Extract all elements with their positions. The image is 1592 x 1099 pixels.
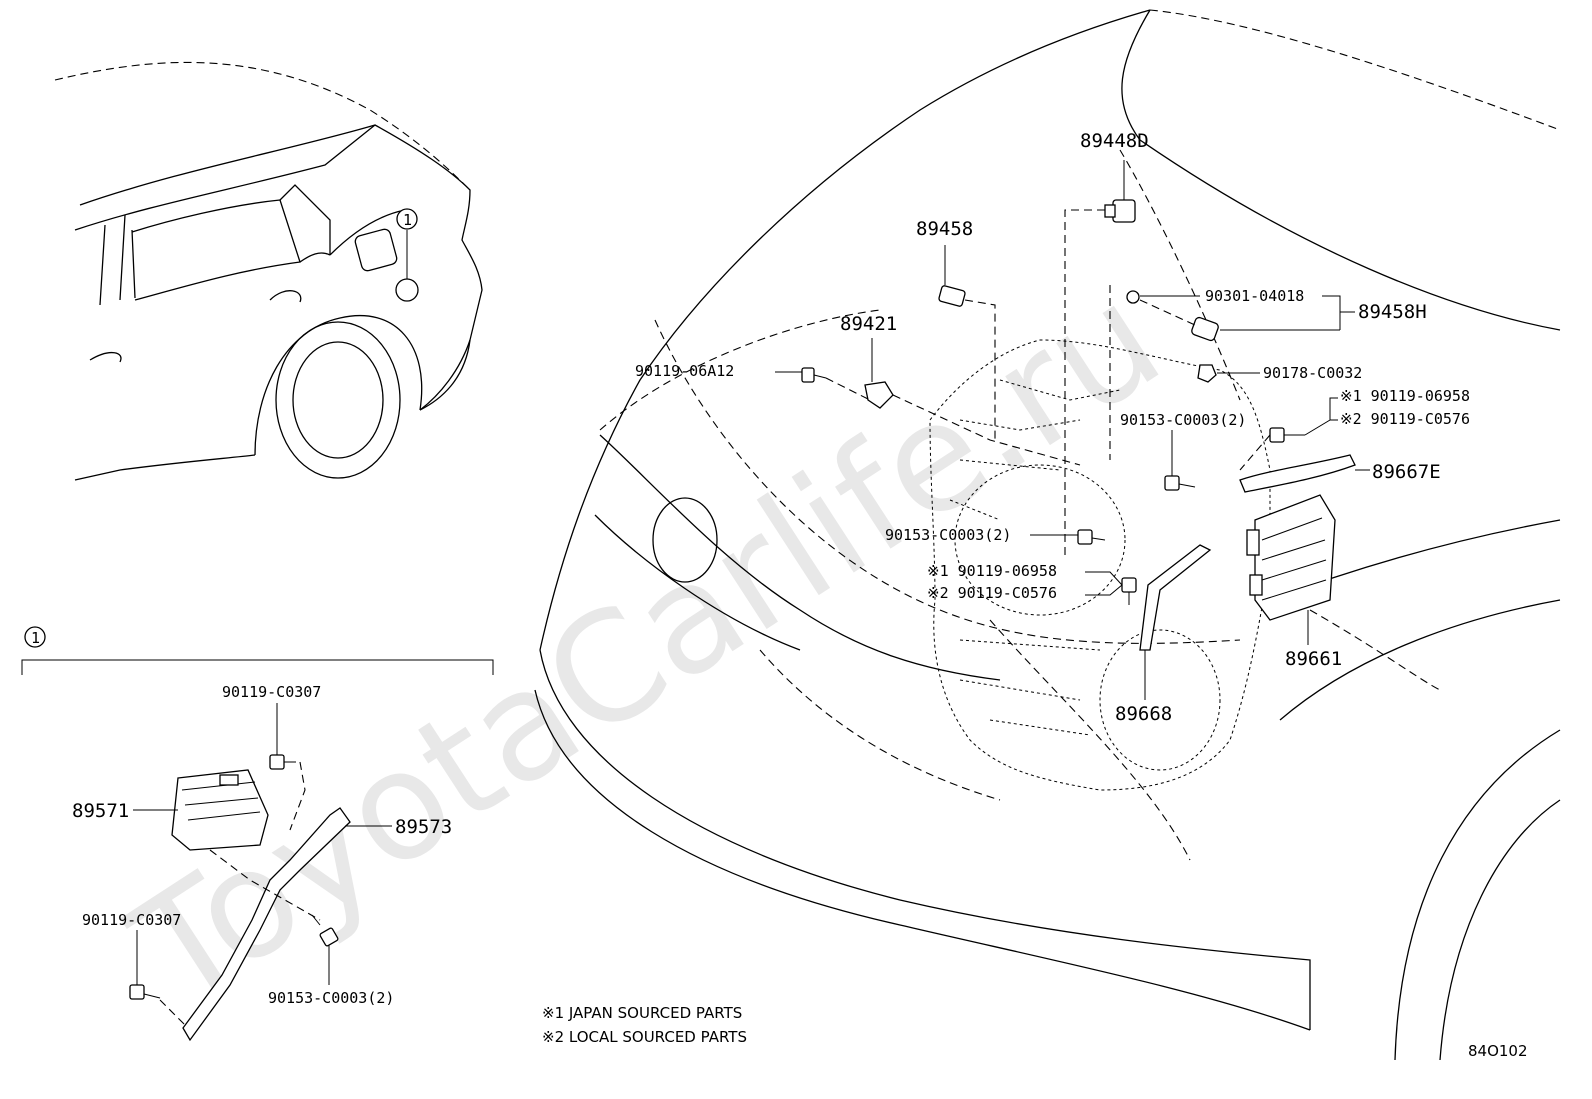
- label-90153-C0003-bot: 90153-C0003(2): [268, 989, 394, 1007]
- note-japan-sourced: ※1 JAPAN SOURCED PARTS: [542, 1004, 742, 1022]
- label-89668: 89668: [1115, 703, 1172, 725]
- nut-90178-C0032: [1197, 364, 1260, 383]
- label-90301-04018: 90301-04018: [1205, 287, 1304, 305]
- group-callout-number: 1: [31, 629, 40, 647]
- bracket-89667E: [1239, 454, 1370, 493]
- label-90153-C0003-mid: 90153-C0003(2): [885, 526, 1011, 544]
- label-89571: 89571: [72, 800, 129, 822]
- bolt-90119-C0307-top: [269, 754, 296, 770]
- label-89458H: 89458H: [1358, 301, 1427, 323]
- bracket-89573: [182, 807, 351, 1042]
- bolt-90119-mid: [1085, 571, 1137, 605]
- bracket-89668: [1139, 544, 1212, 700]
- label-89573: 89573: [395, 816, 452, 838]
- label-90119-C0576-mid: ※2 90119-C0576: [927, 584, 1057, 602]
- bolt-90153-C0003-mid: [1030, 529, 1106, 545]
- bolt-90119-C0307-bot: [129, 984, 161, 1000]
- ecu-89571: [171, 769, 269, 851]
- figure-code: 84O102: [1468, 1042, 1528, 1060]
- bolt-90153-C0003-bot: [311, 914, 339, 947]
- label-90119-06958-mid: ※1 90119-06958: [927, 562, 1057, 580]
- bolt-90119-06A12: [775, 367, 871, 401]
- label-90119-06A12: 90119-06A12: [635, 362, 734, 380]
- ecu-89661: [1246, 494, 1336, 645]
- vehicle-rear-inset: 1: [54, 61, 483, 481]
- sensor-89458: [938, 245, 996, 440]
- engine-assembly: [929, 339, 1271, 861]
- sensor-89448D: [1064, 160, 1136, 560]
- note-local-sourced: ※2 LOCAL SOURCED PARTS: [542, 1028, 747, 1046]
- label-90178-C0032: 90178-C0032: [1263, 364, 1362, 382]
- callout-circle: [396, 208, 418, 230]
- label-89458: 89458: [916, 218, 973, 240]
- component-location-marker: [395, 278, 419, 302]
- label-89421: 89421: [840, 313, 897, 335]
- label-90153-C0003-top: 90153-C0003(2): [1120, 411, 1246, 429]
- label-90119-C0307-top: 90119-C0307: [222, 683, 321, 701]
- label-89448D: 89448D: [1080, 130, 1149, 152]
- bolt-90153-C0003-top: [1164, 430, 1196, 491]
- label-89661: 89661: [1285, 648, 1342, 670]
- label-90119-C0307-bot: 90119-C0307: [82, 911, 181, 929]
- label-90119-06958-top: ※1 90119-06958: [1340, 387, 1470, 405]
- label-89667E: 89667E: [1372, 461, 1441, 483]
- callout-number: 1: [403, 211, 412, 229]
- callout-group-1: 1 90119-C0307 89571: [21, 626, 494, 1042]
- vehicle-front-outline: [534, 9, 1561, 1061]
- sensor-89458H: [1109, 285, 1355, 460]
- bolt-90119-top: [1239, 397, 1338, 471]
- label-90119-C0576-top: ※2 90119-C0576: [1340, 410, 1470, 428]
- sensor-89421: [864, 338, 1081, 466]
